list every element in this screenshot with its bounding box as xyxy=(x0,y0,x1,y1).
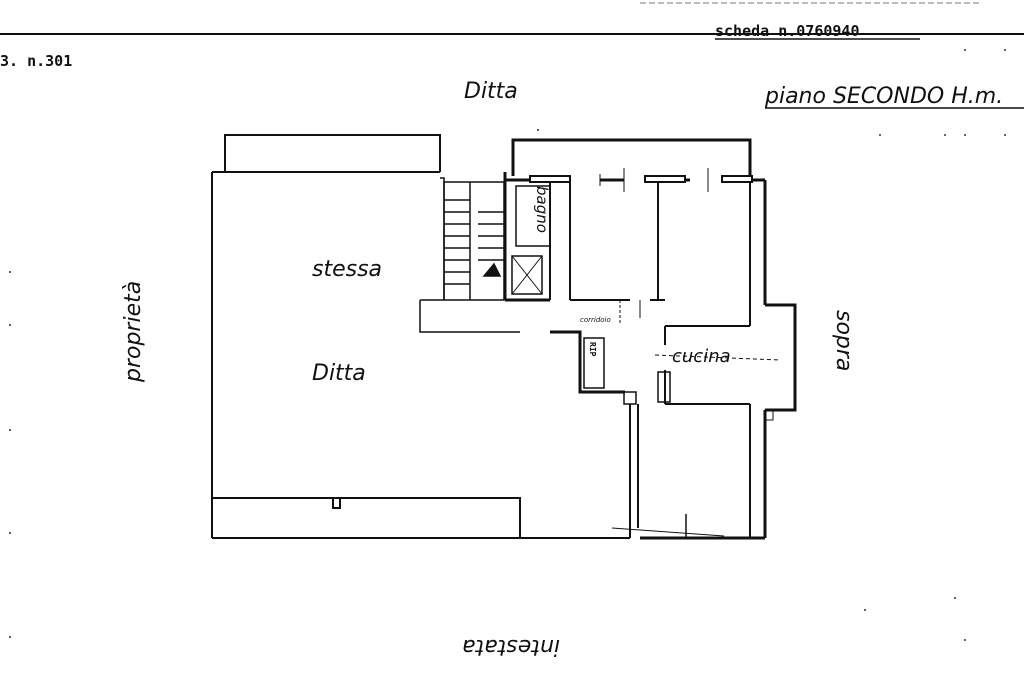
scheda-number: scheda n.0760940 xyxy=(715,22,860,40)
staircase xyxy=(419,177,520,333)
neighbour-outline xyxy=(211,134,630,539)
scan-specks xyxy=(9,49,1006,641)
sheet-reference: 3. n.301 xyxy=(0,52,72,70)
room-rip: RIP xyxy=(588,342,597,357)
floor-label: piano SECONDO H.m. xyxy=(764,84,1003,109)
label-ditta-top: Ditta xyxy=(464,79,518,104)
label-ditta-center: Ditta xyxy=(312,361,366,386)
interior-walls xyxy=(511,168,781,538)
room-corridoio: corridoio xyxy=(580,316,611,324)
window-markers xyxy=(529,175,753,183)
label-intestata: intestata xyxy=(462,634,560,659)
apartment-walls xyxy=(503,138,797,540)
room-cucina: cucina xyxy=(672,346,731,367)
room-bagno: bagno xyxy=(533,186,551,233)
label-sopra: sopra xyxy=(831,310,856,371)
label-proprieta: proprietà xyxy=(121,281,146,383)
label-stessa: stessa xyxy=(312,257,382,282)
